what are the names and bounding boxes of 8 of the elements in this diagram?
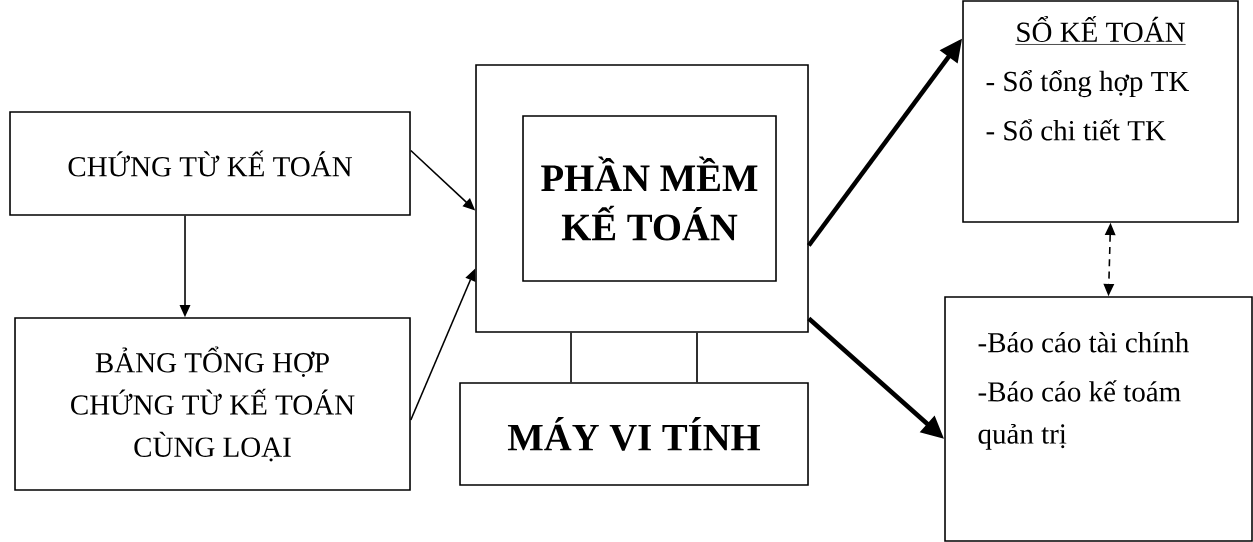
process-box: CHỨNG TỪ KẾ TOÁN [9,111,411,216]
ledger-box: SỔ KẾ TOÁN - Sổ tổng hợp TK - Sổ chi tiết TK [962,0,1239,223]
software-box: PHẦN MỀM KẾ TOÁN [522,115,777,282]
computer-box: MÁY VI TÍNH [459,382,809,486]
process-box: BẢNG TỔNG HỢP CHỨNG TỪ KẾ TOÁN CÙNG LOẠI [14,317,411,491]
stand-line [570,332,572,383]
report-box: -Báo cáo tài chính -Báo cáo kế toám quản trị [944,296,1253,542]
stand-line [696,332,698,383]
